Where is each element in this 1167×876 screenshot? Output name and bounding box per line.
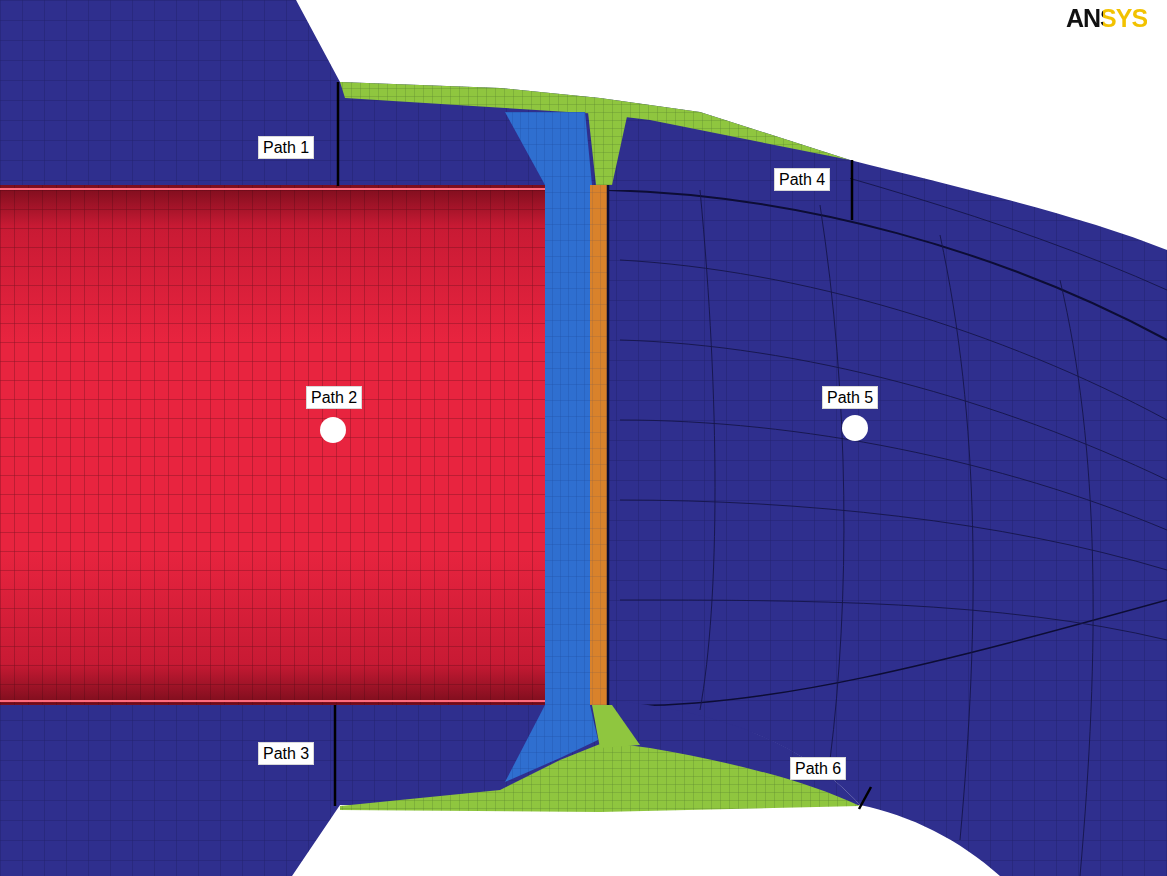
path-label: Path 6 <box>790 757 846 780</box>
path-label: Path 2 <box>306 386 362 409</box>
path-label: Path 1 <box>258 136 314 159</box>
path-label: Path 5 <box>822 386 878 409</box>
software-logo: ANSYS <box>1066 4 1147 32</box>
path-label: Path 4 <box>774 168 830 191</box>
path-label: Path 3 <box>258 742 314 765</box>
